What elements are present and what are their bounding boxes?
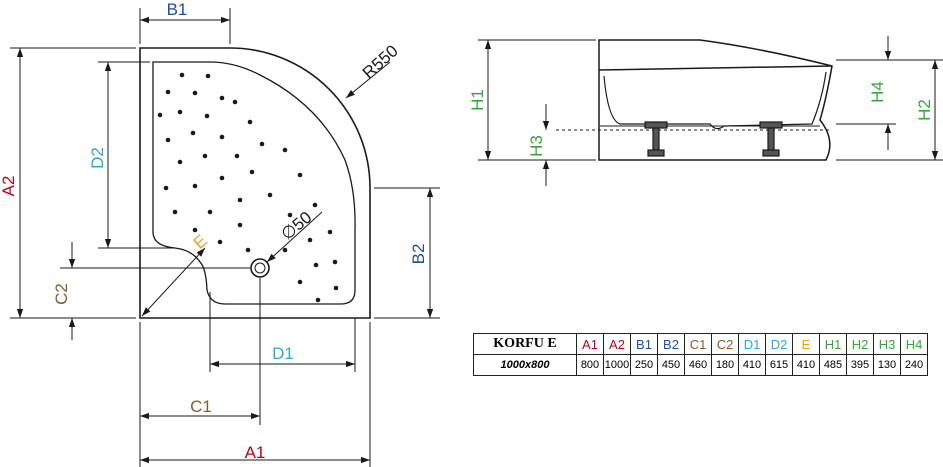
spec-value-c1: 460 bbox=[684, 354, 712, 376]
dot bbox=[307, 237, 313, 243]
dot bbox=[190, 130, 196, 136]
spec-col-d2: D2 bbox=[765, 333, 793, 355]
dot bbox=[259, 141, 265, 147]
spec-col-h3: H3 bbox=[873, 333, 901, 355]
model-size: 1000x800 bbox=[473, 354, 577, 376]
spec-col-d1: D1 bbox=[738, 333, 766, 355]
label-h1: H1 bbox=[468, 89, 487, 111]
spec-value-b1: 250 bbox=[630, 354, 658, 376]
side-labels: H1 H3 H4 H2 bbox=[468, 81, 934, 157]
dot bbox=[245, 247, 251, 253]
spec-value-h3: 130 bbox=[873, 354, 901, 376]
dot bbox=[234, 153, 240, 159]
plan-labels: B1 A2 D2 R550 ∅50 E B2 C2 D1 C1 A1 bbox=[0, 0, 428, 462]
dot bbox=[172, 209, 178, 215]
model-name: KORFU E bbox=[473, 333, 577, 355]
dot bbox=[297, 279, 303, 285]
dot bbox=[207, 209, 213, 215]
dot bbox=[219, 175, 225, 181]
dot bbox=[192, 183, 198, 189]
dot bbox=[312, 202, 318, 208]
label-a1: A1 bbox=[245, 443, 266, 462]
dot bbox=[287, 212, 293, 218]
dot bbox=[204, 113, 210, 119]
label-r550: R550 bbox=[359, 41, 402, 82]
dot bbox=[333, 285, 339, 291]
spec-value-e: 410 bbox=[792, 354, 820, 376]
anti-slip-dots bbox=[157, 72, 339, 303]
dot bbox=[332, 259, 338, 265]
spec-value-a1: 800 bbox=[576, 354, 604, 376]
dot bbox=[219, 134, 225, 140]
dot bbox=[297, 172, 303, 178]
spec-value-a2: 1000 bbox=[603, 354, 631, 376]
plan-view bbox=[139, 47, 371, 319]
label-b1: B1 bbox=[167, 0, 188, 19]
plan-dimensions bbox=[10, 8, 440, 467]
dot bbox=[282, 147, 288, 153]
label-h4: H4 bbox=[868, 81, 887, 103]
dot bbox=[282, 247, 288, 253]
spec-col-e: E bbox=[792, 333, 820, 355]
dot bbox=[327, 229, 333, 235]
dot bbox=[315, 297, 321, 303]
spec-value-h1: 485 bbox=[819, 354, 847, 376]
spec-value-c2: 180 bbox=[711, 354, 739, 376]
tray-outline bbox=[139, 47, 371, 319]
spec-col-b1: B1 bbox=[630, 333, 658, 355]
dot bbox=[313, 262, 319, 268]
label-h2: H2 bbox=[915, 99, 934, 121]
spec-col-b2: B2 bbox=[657, 333, 685, 355]
dot bbox=[205, 73, 211, 79]
dot bbox=[237, 197, 243, 203]
label-h3: H3 bbox=[527, 135, 546, 157]
label-a2: A2 bbox=[0, 176, 18, 197]
spec-col-c1: C1 bbox=[684, 333, 712, 355]
spec-value-h2: 395 bbox=[846, 354, 874, 376]
side-tray-body bbox=[598, 39, 833, 161]
dot bbox=[179, 72, 185, 78]
label-e: E bbox=[190, 231, 211, 253]
drain bbox=[250, 258, 270, 278]
label-d1: D1 bbox=[272, 344, 294, 363]
dot bbox=[247, 119, 253, 125]
label-b2: B2 bbox=[409, 244, 428, 265]
side-dimensions bbox=[478, 36, 943, 186]
dot bbox=[177, 109, 183, 115]
spec-value-b2: 450 bbox=[657, 354, 685, 376]
dot bbox=[202, 153, 208, 159]
spec-col-h2: H2 bbox=[846, 333, 874, 355]
dot bbox=[177, 159, 183, 165]
dot bbox=[237, 222, 243, 228]
dot bbox=[267, 192, 273, 198]
dot bbox=[157, 112, 163, 118]
spec-value-h4: 240 bbox=[900, 354, 928, 376]
label-d2: D2 bbox=[88, 147, 107, 169]
spec-col-a1: A1 bbox=[576, 333, 604, 355]
side-view bbox=[556, 39, 833, 161]
spec-col-h4: H4 bbox=[900, 333, 928, 355]
adjustable-legs bbox=[644, 121, 783, 157]
dot bbox=[192, 90, 198, 96]
dot bbox=[163, 185, 169, 191]
side-basin bbox=[603, 71, 827, 130]
dot bbox=[232, 99, 238, 105]
spec-value-d1: 410 bbox=[738, 354, 766, 376]
spec-col-a2: A2 bbox=[603, 333, 631, 355]
dot bbox=[165, 137, 171, 143]
dot bbox=[192, 227, 198, 233]
dot bbox=[219, 95, 225, 101]
spec-value-d2: 615 bbox=[765, 354, 793, 376]
label-c2: C2 bbox=[52, 283, 71, 305]
label-c1: C1 bbox=[190, 397, 212, 416]
dot bbox=[165, 89, 171, 95]
spec-col-c2: C2 bbox=[711, 333, 739, 355]
spec-col-h1: H1 bbox=[819, 333, 847, 355]
dot bbox=[217, 239, 223, 245]
dot bbox=[249, 169, 255, 175]
